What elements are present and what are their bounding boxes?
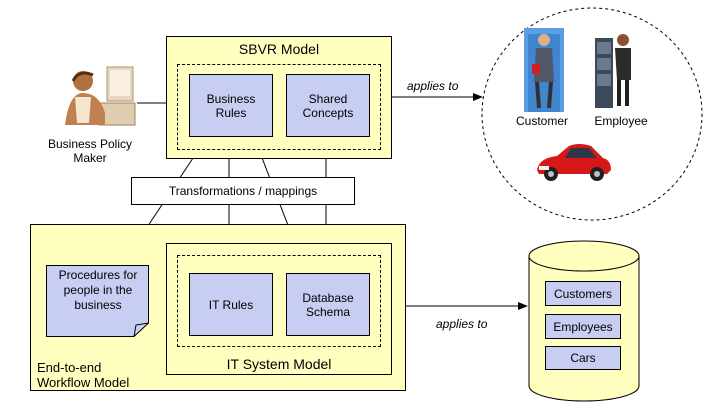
sbvr-model-title: SBVR Model [238,41,320,57]
business-rules-box: Business Rules [189,74,273,137]
applies-to-top-label: applies to [407,79,459,93]
it-rules-box: IT Rules [189,273,273,336]
employee-figure [595,32,633,108]
db-table-cars: Cars [545,346,621,370]
sbvr-inner-dashed [177,64,381,150]
shared-concepts-box: Shared Concepts [286,74,370,137]
workflow-model-title: End-to-end Workflow Model [37,360,130,390]
transformations-box: Transformations / mappings [131,177,355,205]
it-system-model-title: IT System Model [226,356,332,372]
db-table-employees: Employees [545,314,621,339]
policy-maker-label: Business Policy Maker [47,137,133,165]
customer-label: Customer [515,114,568,128]
car-figure [533,140,613,184]
procedures-note: Procedures for people in the business [46,265,149,337]
customer-figure [524,28,564,112]
world-circle [481,7,703,221]
it-inner-dashed [177,255,381,347]
applies-to-bottom-label: applies to [436,317,488,331]
db-table-customers: Customers [545,281,621,306]
database-schema-box: Database Schema [286,273,370,336]
employee-label: Employee [594,114,648,128]
policy-maker-figure [55,65,137,131]
